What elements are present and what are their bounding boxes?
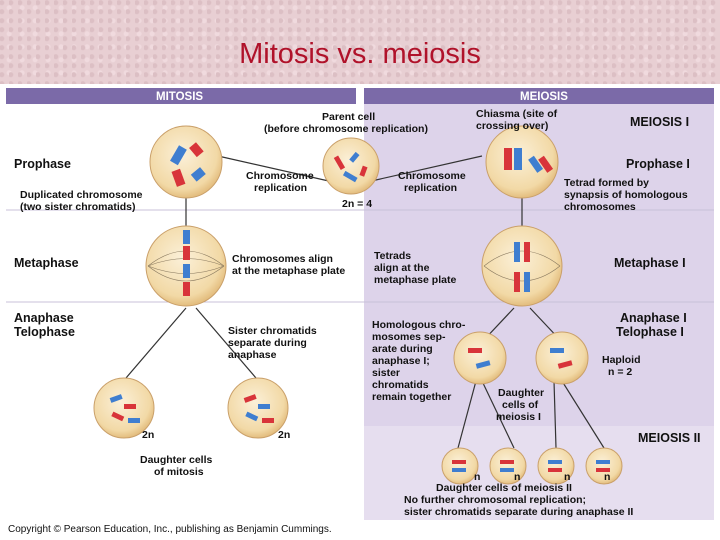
meiosis-one-label: MEIOSIS I (630, 115, 689, 129)
copyright-notice: Copyright © Pearson Education, Inc., pub… (8, 524, 332, 535)
mitosis-meiosis-figure: MITOSIS MEIOSIS (6, 86, 714, 520)
meiosis-two-label: MEIOSIS II (638, 431, 701, 445)
flow-arrows (125, 155, 605, 449)
mitosis-daughter-cell-left (93, 377, 155, 439)
mitosis-bar-label: MITOSIS (156, 91, 203, 103)
sister-chromatids-label-2: separate during (228, 337, 307, 349)
sister-chromatids-anaphase-two-label: sister chromatids separate during anapha… (404, 506, 633, 518)
no-further-replication-label: No further chromosomal replication; (404, 494, 586, 506)
tetrad-formed-label-2: synapsis of homologous (564, 189, 688, 201)
homologous-label-2: mosomes sep- (372, 331, 446, 343)
meiosis-metaphase-cell (481, 225, 563, 307)
haploid-label: Haploid (602, 354, 641, 366)
telophase-label: Telophase (14, 325, 75, 339)
telophase-one-label: Telophase I (616, 325, 684, 339)
parent-cell (322, 137, 380, 195)
homologous-label-4: anaphase I; (372, 355, 430, 367)
daughter-cells-mitosis-sublabel: of mitosis (154, 466, 204, 478)
anaphase-label: Anaphase (14, 311, 74, 325)
tetrads-align-label-2: align at the (374, 262, 430, 274)
chromosome-replication-left-label: Chromosome (246, 170, 314, 182)
meiosis-one-daughter-cell-right (535, 331, 589, 385)
prophase-one-label: Prophase I (626, 157, 690, 171)
slide-title: Mitosis vs. meiosis (239, 38, 481, 70)
meiosis-header-bar (364, 88, 714, 104)
sister-chromatids-label-3: anaphase (228, 349, 277, 361)
chromosomes-align-sublabel: at the metaphase plate (232, 265, 345, 277)
parent-cell-label: Parent cell (322, 111, 375, 123)
duplicated-chromosome-sublabel: (two sister chromatids) (20, 201, 136, 213)
chromosome-replication-right-label: Chromosome (398, 170, 466, 182)
meiosis-one-daughter-cell-left (453, 331, 507, 385)
homologous-label-6: chromatids (372, 379, 429, 391)
meiosis-bar-label: MEIOSIS (520, 91, 568, 103)
n-label-3: n (564, 471, 570, 483)
daughter-cells-meiosis-one-label-3: meiosis I (496, 411, 541, 423)
homologous-label-7: remain together (372, 391, 451, 403)
chromosome-replication-left-sublabel: replication (254, 182, 307, 194)
tetrad-formed-label-3: chromosomes (564, 201, 636, 213)
anaphase-one-label: Anaphase I (620, 311, 687, 325)
meiosis-two-daughter-cells (441, 447, 623, 485)
two-n-left-label: 2n (142, 429, 154, 441)
meiosis-prophase-cell (485, 125, 559, 199)
ploidy-label: 2n = 4 (342, 198, 372, 210)
mitosis-prophase-cell (149, 125, 223, 199)
chromosomes-align-label: Chromosomes align (232, 253, 333, 265)
mitosis-header-bar (6, 88, 356, 104)
n-label-4: n (604, 471, 610, 483)
n-label-2: n (514, 471, 520, 483)
chiasma-sublabel: crossing over) (476, 120, 548, 132)
metaphase-label: Metaphase (14, 256, 79, 270)
haploid-n-label: n = 2 (608, 366, 632, 378)
metaphase-one-label: Metaphase I (614, 256, 686, 270)
slide-header-background (0, 0, 720, 84)
homologous-label: Homologous chro- (372, 319, 466, 331)
n-label-1: n (474, 471, 480, 483)
sister-chromatids-label: Sister chromatids (228, 325, 317, 337)
two-n-right-label: 2n (278, 429, 290, 441)
homologous-label-3: arate during (372, 343, 433, 355)
tetrads-align-label-3: metaphase plate (374, 274, 456, 286)
daughter-cells-meiosis-one-label: Daughter (498, 387, 544, 399)
daughter-cells-mitosis-label: Daughter cells (140, 454, 213, 466)
prophase-label: Prophase (14, 157, 71, 171)
homologous-label-5: sister (372, 367, 400, 379)
mitosis-daughter-cell-right (227, 377, 289, 439)
parent-cell-sublabel: (before chromosome replication) (264, 123, 428, 135)
daughter-cells-meiosis-two-label: Daughter cells of meiosis II (436, 482, 572, 494)
tetrads-align-label: Tetrads (374, 250, 411, 262)
chiasma-label: Chiasma (site of (476, 108, 558, 120)
chromosome-replication-right-sublabel: replication (404, 182, 457, 194)
duplicated-chromosome-label: Duplicated chromosome (20, 189, 143, 201)
tetrad-formed-label: Tetrad formed by (564, 177, 649, 189)
mitosis-metaphase-cell (145, 225, 227, 307)
daughter-cells-meiosis-one-label-2: cells of (502, 399, 539, 411)
